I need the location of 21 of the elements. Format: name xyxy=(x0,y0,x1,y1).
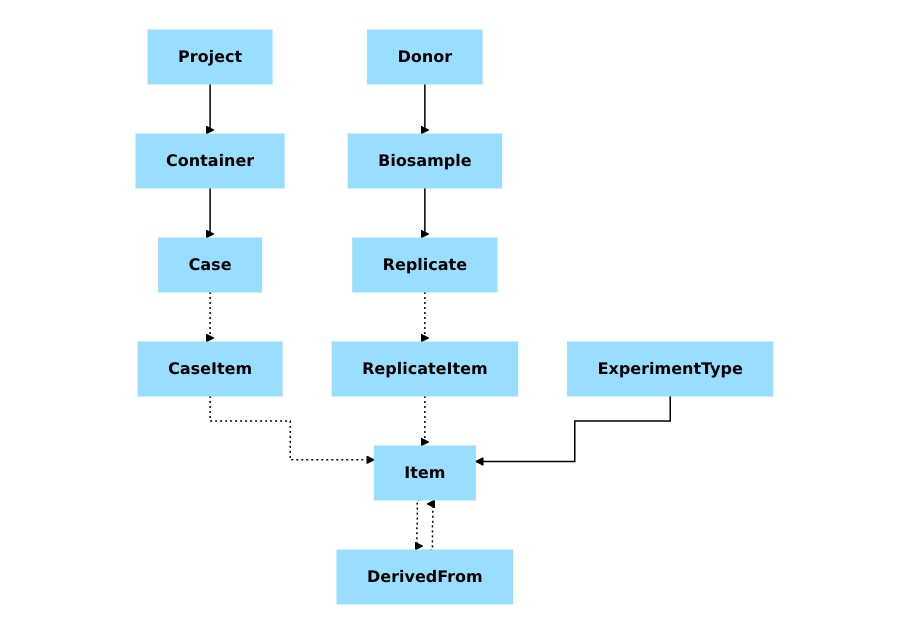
arrow xyxy=(206,290,215,342)
arrow xyxy=(420,82,430,134)
arrow xyxy=(420,186,430,238)
node-box: Container xyxy=(136,133,285,188)
arrow xyxy=(420,290,430,342)
arrow xyxy=(206,186,215,238)
node-box: Item xyxy=(374,445,476,500)
node-box: Replicate xyxy=(352,237,498,292)
node-box: ExperimentType xyxy=(567,341,774,396)
arrow xyxy=(475,394,672,466)
arrow xyxy=(206,82,215,134)
node-box: Biosample xyxy=(348,133,502,188)
arrow xyxy=(420,394,430,446)
node-box: DerivedFrom xyxy=(336,548,514,604)
node-box: CaseItem xyxy=(138,341,283,396)
node-box: Case xyxy=(158,237,262,292)
node-box: ReplicateItem xyxy=(332,341,518,396)
node-box: Donor xyxy=(367,29,483,84)
arrow xyxy=(209,394,375,464)
node-box: Project xyxy=(148,29,273,84)
arrow xyxy=(426,499,436,550)
